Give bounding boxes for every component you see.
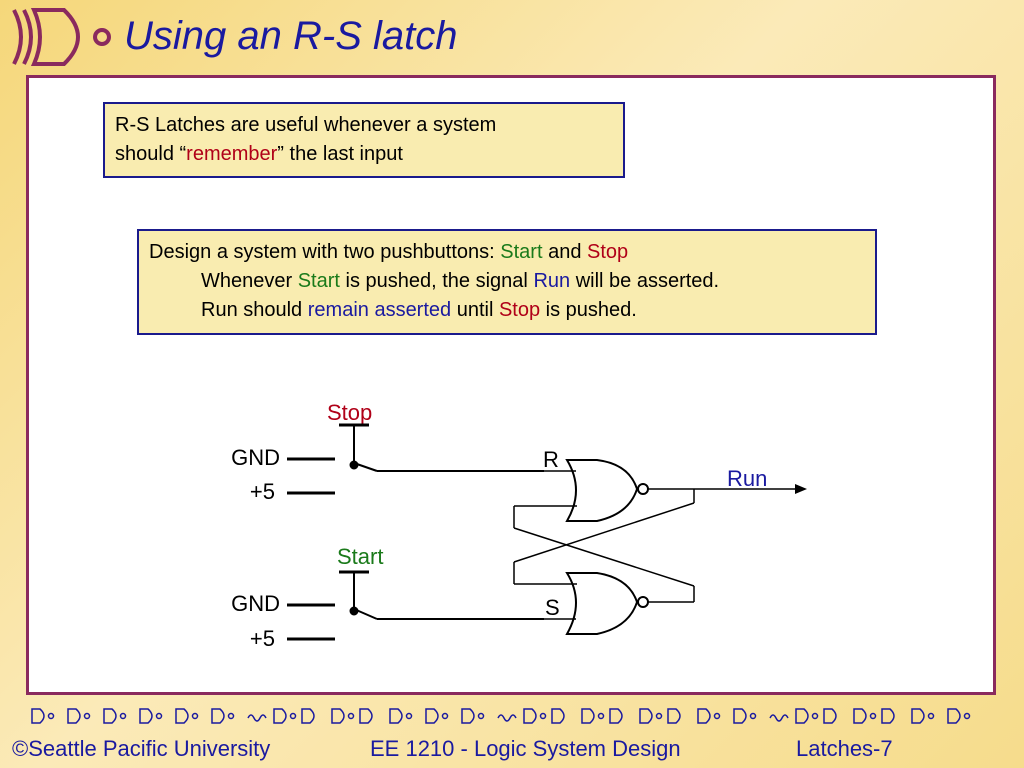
note-remember-highlight: remember [186, 143, 278, 165]
spec-and-word: and [542, 241, 588, 263]
stop-pushbutton [287, 423, 544, 495]
footer-gate-symbol [769, 714, 789, 722]
footer-gate-symbol [31, 708, 55, 724]
start-label: Start [337, 544, 383, 569]
nor-gate-top [565, 459, 649, 522]
note-line-2: should “remember” the last input [115, 140, 613, 169]
note-line-2-post: ” the last input [277, 143, 403, 165]
spec-line-1: Design a system with two pushbuttons: St… [149, 238, 865, 267]
spec-line-3-post: is pushed. [540, 299, 637, 321]
spec-line-2-run: Run [533, 270, 571, 292]
spec-line-3-stop: Stop [498, 299, 541, 321]
plus5-bottom-label: +5 [250, 626, 275, 651]
design-spec-box: Design a system with two pushbuttons: St… [137, 229, 877, 335]
spec-remain-asserted: remain asserted [307, 299, 452, 321]
spec-line-3-mid: until [451, 299, 499, 321]
footer-gate-symbol [497, 714, 517, 722]
nor-gate-bottom [565, 572, 649, 635]
gnd-top-label: GND [231, 445, 280, 470]
spec-line-2-start: Start [297, 270, 340, 292]
stop-label: Stop [327, 400, 372, 425]
footer-gate-symbol [639, 708, 681, 724]
latch-wiring [513, 470, 799, 620]
footer-gate-symbol [425, 708, 449, 724]
nor-gate-logo-icon [12, 8, 111, 66]
footer-gate-symbol [733, 708, 757, 724]
s-input-label: S [545, 595, 560, 620]
footer-gate-symbol [273, 708, 315, 724]
footer-gate-symbol [211, 708, 235, 724]
footer-gate-symbol [697, 708, 721, 724]
footer-gate-symbol [331, 708, 373, 724]
footer-gate-symbol [389, 708, 413, 724]
footer-gate-symbol [581, 708, 623, 724]
start-pushbutton [287, 570, 544, 641]
note-line-2-pre: should “ [115, 143, 187, 165]
footer-page-number: Latches-7 [796, 736, 893, 761]
spec-start-word: Start [500, 241, 543, 263]
footer-gate-symbol [911, 708, 935, 724]
logic-gate-symbols-strip [31, 708, 971, 724]
spec-stop-word: Stop [587, 241, 629, 263]
run-output-label: Run [727, 466, 767, 491]
footer-gate-symbol [947, 708, 971, 724]
spec-line-3: Run should remain asserted until Stop is… [149, 296, 865, 325]
spec-line-2: Whenever Start is pushed, the signal Run… [149, 267, 865, 296]
footer-course: EE 1210 - Logic System Design [370, 736, 681, 761]
rs-latch-note-box: R-S Latches are useful whenever a system… [103, 102, 625, 178]
run-arrowhead [795, 484, 807, 494]
r-input-label: R [543, 447, 559, 472]
footer-copyright: ©Seattle Pacific University [12, 736, 271, 761]
footer-gate-symbol [523, 708, 565, 724]
content-panel: R-S Latches are useful whenever a system… [26, 75, 996, 695]
footer-gate-symbol [461, 708, 485, 724]
spec-line-2-post: will be asserted. [570, 270, 720, 292]
footer-gate-symbol [103, 708, 127, 724]
spec-line-2-mid: is pushed, the signal [339, 270, 534, 292]
footer-gate-symbol [853, 708, 895, 724]
gnd-bottom-label: GND [231, 591, 280, 616]
footer-gate-symbol [247, 714, 267, 722]
spec-line-2-pre: Whenever [201, 270, 298, 292]
footer-gate-symbol [795, 708, 837, 724]
footer-gate-symbol [175, 708, 199, 724]
spec-line-1-pre: Design a system with two pushbuttons: [149, 241, 501, 263]
note-line-1: R-S Latches are useful whenever a system [115, 114, 497, 136]
footer-gate-symbol [67, 708, 91, 724]
slide-title: Using an R-S latch [124, 14, 458, 58]
rs-latch-circuit-diagram: Stop Start GND +5 GND +5 R S Run [231, 400, 807, 651]
spec-line-3-pre: Run should [201, 299, 308, 321]
footer-gate-symbol [139, 708, 163, 724]
plus5-top-label: +5 [250, 479, 275, 504]
